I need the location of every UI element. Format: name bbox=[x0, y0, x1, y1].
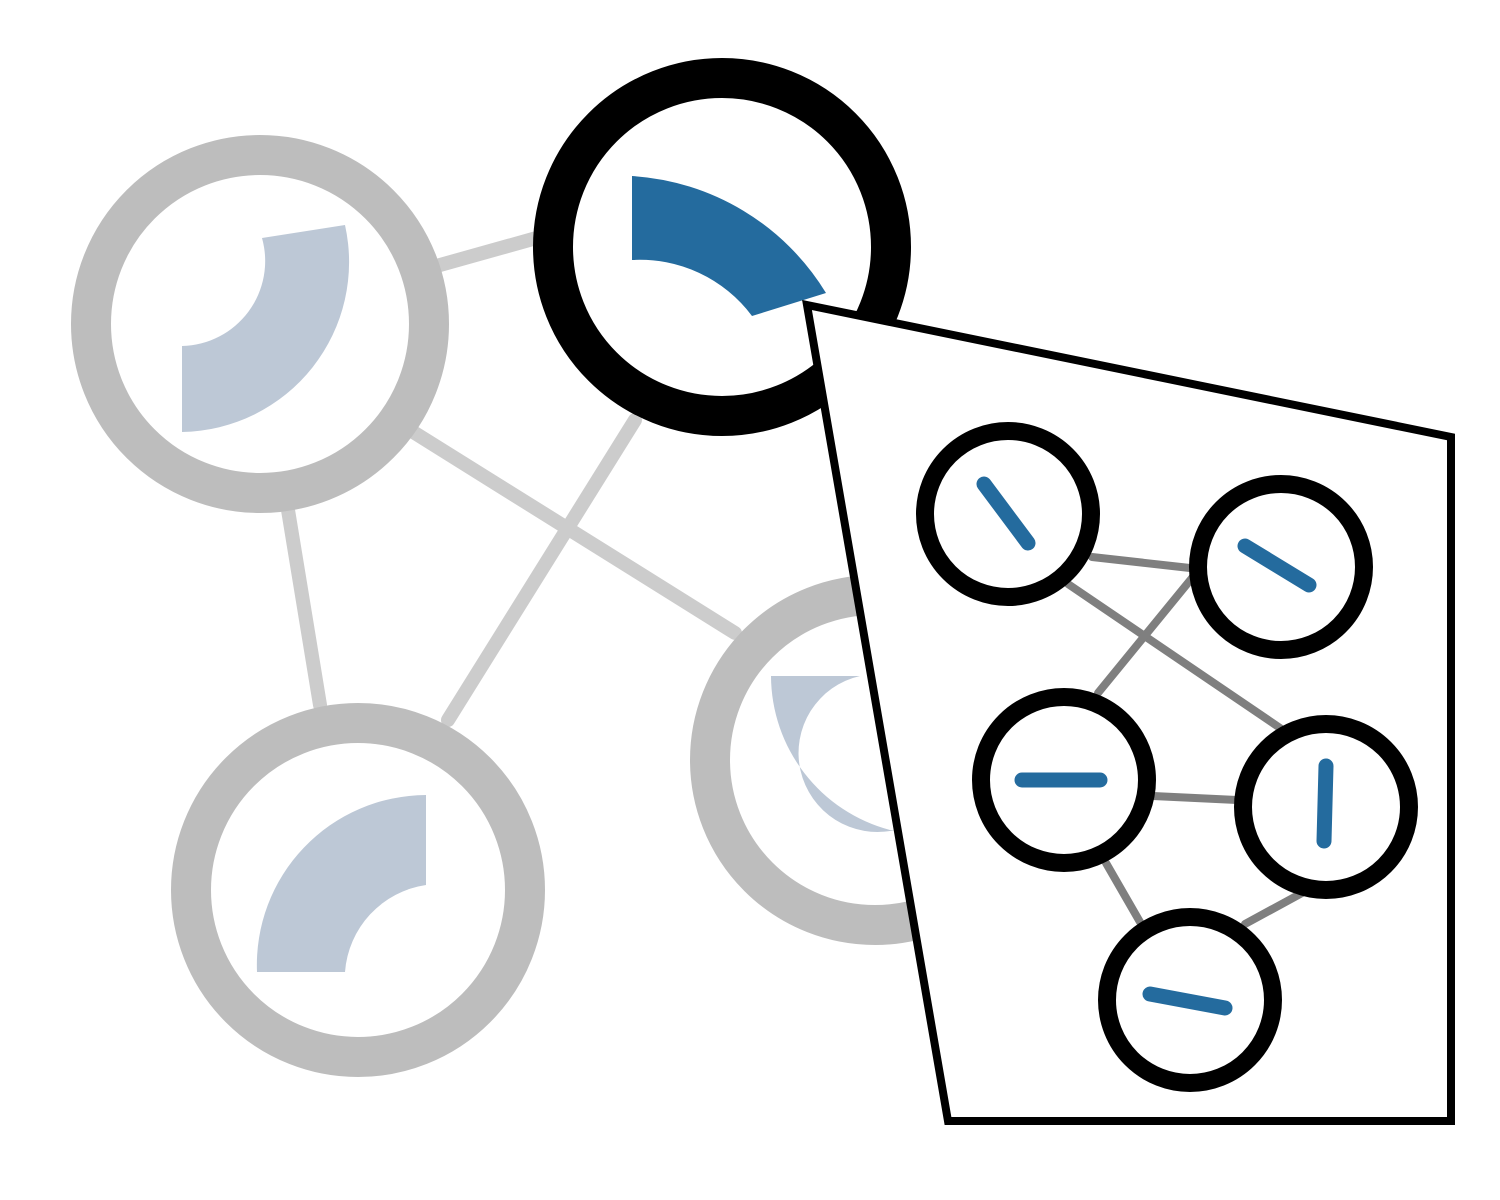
outer-node-bottom-left bbox=[171, 703, 545, 1077]
dash-icon bbox=[976, 476, 1036, 551]
inner-edge-3-4 bbox=[1149, 792, 1241, 804]
inner-edge-2-3 bbox=[1094, 574, 1196, 697]
outer-edge-top-center-bottom-left bbox=[441, 413, 642, 727]
outer-node-top-center bbox=[533, 58, 911, 436]
inner-node-4 bbox=[1234, 715, 1418, 899]
inner-edge-3-5 bbox=[1102, 859, 1144, 926]
inner-node-3 bbox=[972, 688, 1156, 872]
dash-icon bbox=[1142, 986, 1233, 1016]
inner-edge-1-2 bbox=[1088, 553, 1194, 572]
arc-segment-icon bbox=[771, 676, 895, 832]
inner-node-2 bbox=[1189, 475, 1373, 659]
dash-icon bbox=[1237, 538, 1317, 593]
inner-edge-4-5 bbox=[1241, 889, 1306, 928]
inner-edge-1-4 bbox=[1064, 580, 1287, 734]
arc-segment-icon bbox=[256, 795, 426, 972]
outer-edges bbox=[281, 230, 742, 727]
inner-node-1 bbox=[916, 422, 1100, 606]
outer-edge-top-left-top-center bbox=[433, 230, 547, 272]
outer-node-top-left bbox=[71, 135, 449, 513]
dash-icon bbox=[1316, 758, 1334, 849]
outer-edge-top-left-bottom-left bbox=[281, 503, 327, 712]
arc-segment-icon bbox=[632, 176, 826, 316]
inner-edges bbox=[1064, 553, 1306, 928]
arc-segment-icon bbox=[182, 225, 350, 432]
inner-node-5 bbox=[1098, 908, 1282, 1092]
